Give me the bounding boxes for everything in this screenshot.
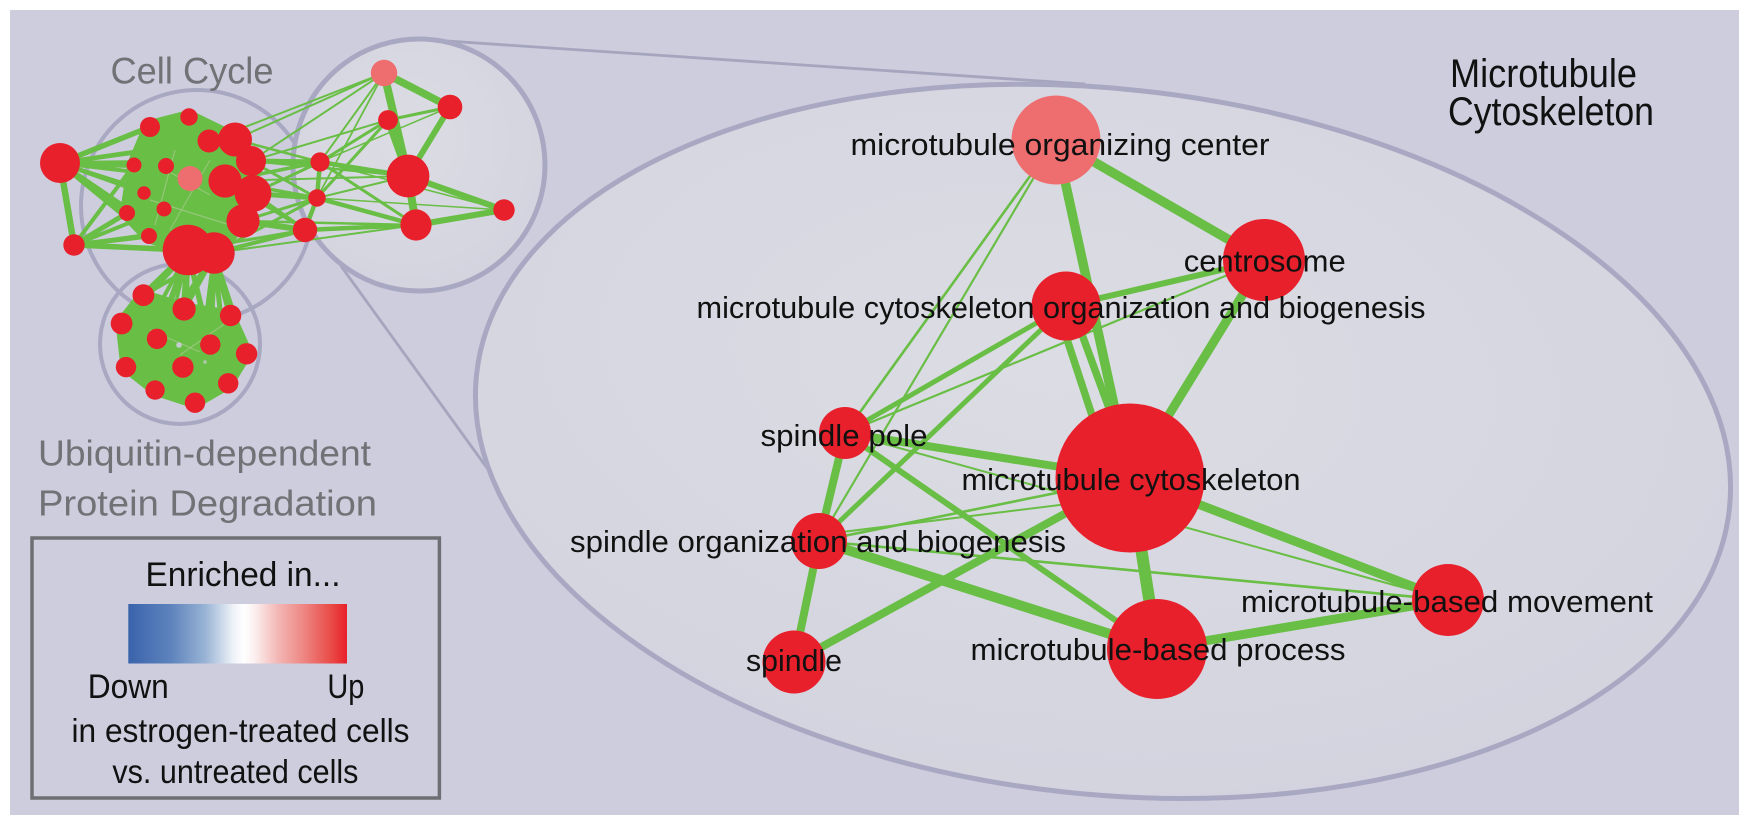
svg-text:Ubiquitin-dependent: Ubiquitin-dependent [38, 433, 371, 474]
svg-text:Protein Degradation: Protein Degradation [38, 483, 377, 524]
svg-text:in estrogen-treated cells: in estrogen-treated cells [72, 712, 410, 749]
svg-text:microtubule cytoskeleton: microtubule cytoskeleton [962, 462, 1301, 497]
svg-text:spindle organization and bioge: spindle organization and biogenesis [570, 524, 1066, 559]
svg-text:Up: Up [327, 668, 364, 706]
svg-text:Down: Down [88, 668, 169, 706]
svg-text:Cytoskeleton: Cytoskeleton [1448, 90, 1654, 134]
svg-text:microtubule-based process: microtubule-based process [971, 632, 1346, 667]
svg-text:spindle pole: spindle pole [761, 418, 928, 453]
svg-text:centrosome: centrosome [1184, 244, 1346, 279]
svg-text:microtubule cytoskeleton organ: microtubule cytoskeleton organization an… [697, 290, 1426, 325]
svg-text:Enriched in...: Enriched in... [146, 556, 341, 594]
svg-text:microtubule organizing center: microtubule organizing center [851, 127, 1270, 162]
svg-text:microtubule-based movement: microtubule-based movement [1241, 584, 1653, 619]
svg-text:spindle: spindle [746, 643, 842, 678]
svg-text:Cell Cycle: Cell Cycle [111, 51, 274, 92]
svg-text:Microtubule: Microtubule [1450, 52, 1637, 96]
svg-text:vs. untreated cells: vs. untreated cells [112, 753, 358, 790]
